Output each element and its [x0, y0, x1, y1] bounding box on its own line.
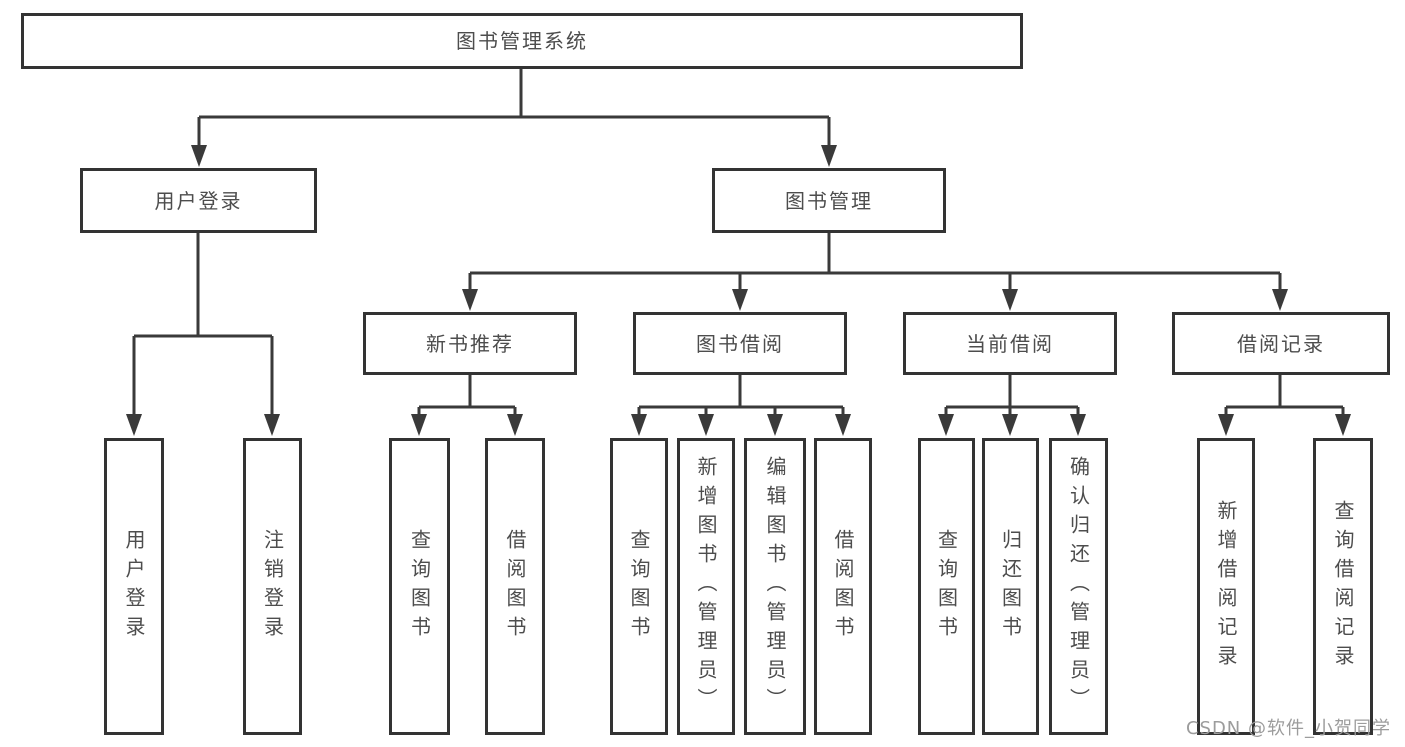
leaf-borrowing-borrow-books: 借阅图书	[814, 438, 872, 735]
leaf-user-login: 用户登录	[104, 438, 164, 735]
leaf-records-query-record: 查询借阅记录	[1313, 438, 1373, 735]
node-borrowing-records: 借阅记录	[1172, 312, 1390, 375]
node-current-borrowing: 当前借阅	[903, 312, 1117, 375]
leaf-current-query-books: 查询图书	[918, 438, 975, 735]
leaf-current-return-books: 归还图书	[982, 438, 1039, 735]
leaf-recommend-query-books: 查询图书	[389, 438, 450, 735]
leaf-borrowing-add-books-admin: 新增图书（管理员）	[677, 438, 735, 735]
leaf-borrowing-edit-books-admin: 编辑图书（管理员）	[744, 438, 806, 735]
leaf-logout: 注销登录	[243, 438, 302, 735]
node-user-login: 用户登录	[80, 168, 317, 233]
node-new-book-recommend: 新书推荐	[363, 312, 577, 375]
node-root: 图书管理系统	[21, 13, 1023, 69]
node-book-borrowing: 图书借阅	[633, 312, 847, 375]
leaf-recommend-borrow-books: 借阅图书	[485, 438, 545, 735]
leaf-current-confirm-return-admin: 确认归还（管理员）	[1049, 438, 1108, 735]
leaf-borrowing-query-books: 查询图书	[610, 438, 668, 735]
leaf-records-add-record: 新增借阅记录	[1197, 438, 1255, 735]
node-book-management: 图书管理	[712, 168, 946, 233]
